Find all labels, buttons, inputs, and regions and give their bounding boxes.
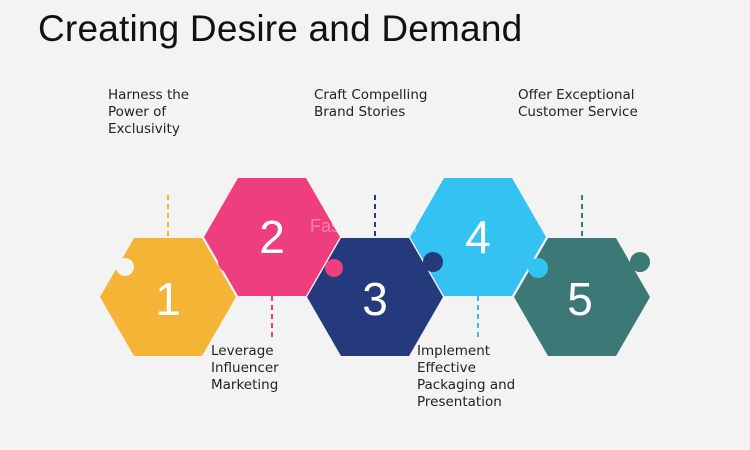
step-3-label: Craft Compelling Brand Stories bbox=[314, 87, 428, 120]
knob-2-tab bbox=[218, 252, 238, 272]
hexagon-1 bbox=[100, 238, 236, 356]
step-4-label: Implement Effective Packaging and Presen… bbox=[417, 343, 516, 410]
hexagon-2 bbox=[204, 178, 340, 296]
knob-5-right bbox=[630, 252, 650, 272]
step-2-number: 2 bbox=[259, 211, 285, 263]
step-4-number: 4 bbox=[465, 211, 491, 263]
step-1-number: 1 bbox=[155, 273, 181, 325]
hexagon-4 bbox=[410, 178, 546, 296]
step-3-number: 3 bbox=[362, 273, 388, 325]
step-5-label: Offer Exceptional Customer Service bbox=[518, 87, 638, 120]
knob-4-tab bbox=[528, 258, 548, 278]
knob-1-left bbox=[116, 258, 134, 276]
step-2-label: Leverage Influencer Marketing bbox=[211, 343, 279, 393]
step-5-number: 5 bbox=[567, 273, 593, 325]
knob-3-left bbox=[325, 259, 343, 277]
knob-3-right bbox=[423, 252, 443, 272]
watermark: FasterCapital bbox=[310, 216, 417, 236]
step-1-label: Harness the Power of Exclusivity bbox=[108, 87, 190, 137]
hexagon-5 bbox=[514, 238, 650, 356]
page-title: Creating Desire and Demand bbox=[38, 8, 523, 49]
